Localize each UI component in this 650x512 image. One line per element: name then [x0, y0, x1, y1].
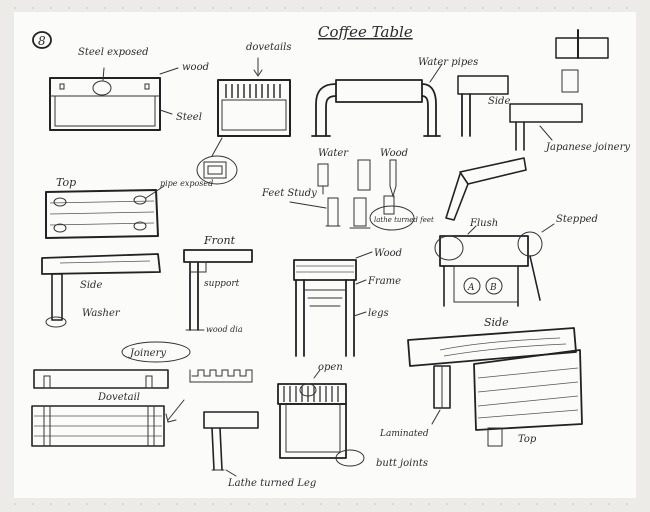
label-support: support [204, 279, 240, 289]
label-pipes-exposed: pipe exposed [160, 179, 213, 188]
label-wood-mid: Wood [380, 148, 408, 159]
label-butt-joints: butt joints [376, 458, 428, 469]
label-top-right: Top [518, 434, 537, 445]
label-dovetails: dovetails [246, 42, 292, 53]
sketch-open-butt-joints [277, 369, 365, 467]
label-legs: legs [368, 308, 389, 319]
label-lathe-turned-leg: Lathe turned Leg [227, 478, 316, 489]
label-flush: Flush [469, 218, 498, 229]
label-wood-top: wood [182, 62, 209, 73]
label-a-mark: A [467, 283, 475, 293]
label-water: Water [318, 148, 349, 159]
label-joinery: Joinery [128, 348, 166, 359]
sketch-water-pipes [311, 63, 443, 137]
label-wood-dia: wood dia [206, 325, 243, 334]
sheet-title: Coffee Table [318, 23, 413, 41]
sheet-number-text: 8 [38, 34, 46, 48]
sketch-lathe-leg [203, 411, 259, 477]
sketch-top-plank [45, 185, 165, 239]
label-side-left: Side [80, 280, 102, 291]
label-side-right: Side [484, 316, 509, 329]
sheet-number: 8 [32, 31, 52, 49]
label-open: open [318, 362, 343, 373]
sketch-feet-study [289, 159, 415, 231]
label-washer: Washer [82, 308, 121, 319]
label-japanese-joinery: Japanese joinery [544, 142, 630, 153]
sketch-dovetail-box [196, 57, 291, 185]
label-stepped: Stepped [556, 214, 598, 225]
sketch-laminated [407, 327, 583, 447]
label-dovetail: Dovetail [97, 392, 140, 403]
sketch-flush-stepped [434, 223, 555, 307]
sketch-joinery-dovetail [31, 341, 253, 447]
label-top-left: Top [56, 176, 76, 189]
sketch-japanese-joinery [457, 29, 609, 151]
label-lathe-turned-feet: lathe turned feet [374, 216, 434, 224]
label-wood-frame: Wood [374, 248, 402, 259]
label-laminated: Laminated [379, 429, 429, 439]
label-steel-exposed: Steel exposed [78, 47, 149, 58]
label-front: Front [203, 234, 236, 247]
sketch-side-washer [41, 253, 161, 328]
label-water-pipes: Water pipes [418, 57, 478, 68]
sketch-front-support [183, 249, 253, 331]
sketch-angled-leg [445, 157, 527, 221]
label-frame: Frame [367, 276, 401, 287]
label-steel: Steel [176, 112, 202, 123]
sketch-frame-legs [293, 251, 373, 357]
sketch-steel-exposed-table [49, 67, 179, 131]
label-b-mark: B [489, 283, 497, 293]
label-feet-study: Feet Study [261, 188, 317, 199]
label-side-top-right: Side [488, 96, 510, 107]
